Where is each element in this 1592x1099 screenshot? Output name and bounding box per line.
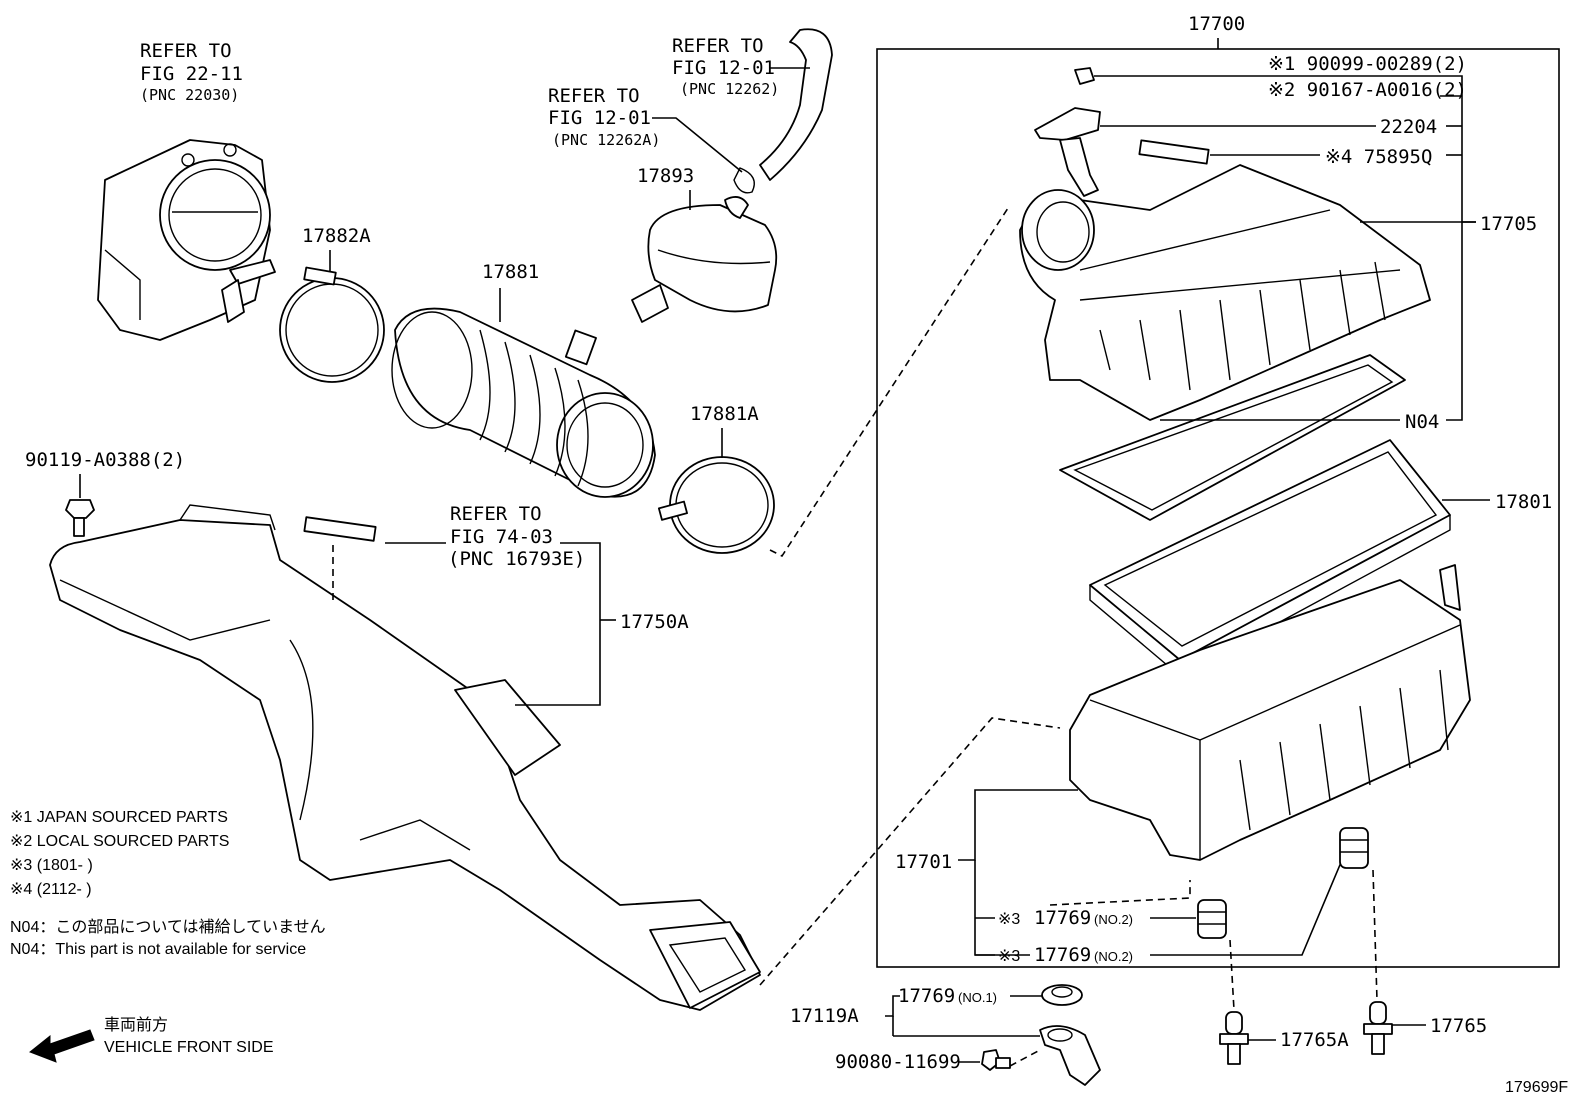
svg-text:REFER TO: REFER TO <box>140 40 232 62</box>
label-17882A: 17882A <box>302 225 371 247</box>
vehicle-front-arrow-icon <box>29 1029 95 1063</box>
clamp-17881A <box>657 456 775 554</box>
label-17765A: 17765A <box>1280 1029 1349 1051</box>
air-duct-17750A <box>49 504 761 1011</box>
label-N04: N04 <box>1405 411 1439 433</box>
note-4: ※4 (2112- ) <box>10 881 92 898</box>
label-17750A: 17750A <box>620 611 689 633</box>
ref-throttle: REFER TO FIG 22-11 (PNC 22030) <box>140 40 243 104</box>
intake-hose-17881 <box>391 307 656 498</box>
svg-text:REFER TO: REFER TO <box>450 503 542 525</box>
throttle-body <box>97 139 276 341</box>
label-17769b-no: (NO.2) <box>1094 949 1133 964</box>
pin-17765 <box>1363 1001 1393 1055</box>
note-n04-en: N04：This part is not available for servi… <box>10 941 306 958</box>
note-1: ※1 JAPAN SOURCED PARTS <box>10 809 228 826</box>
label-17769c-no: (NO.1) <box>958 990 997 1005</box>
svg-text:REFER TO: REFER TO <box>548 85 640 107</box>
note-2: ※2 LOCAL SOURCED PARTS <box>10 833 229 850</box>
label-75895Q: ※4 75895Q <box>1325 146 1432 168</box>
clamp-17882A <box>279 266 385 383</box>
gasket-N04 <box>1059 354 1406 521</box>
label-17765: 17765 <box>1430 1015 1487 1037</box>
grommet-17769c <box>1041 984 1083 1006</box>
ref-duct: REFER TO FIG 74-03 (PNC 16793E) <box>448 503 585 570</box>
direction-jp: 車両前方 <box>104 1016 168 1034</box>
note-n04-jp: N04：この部品については補給していません <box>10 918 326 936</box>
note-3: ※3 (1801- ) <box>10 857 93 874</box>
breather-hose <box>733 28 833 194</box>
lower-case-17701 <box>1069 564 1471 861</box>
figure-code: 179699F <box>1505 1079 1568 1096</box>
label-17769b: 17769 <box>1034 944 1091 966</box>
svg-text:FIG 12-01: FIG 12-01 <box>548 107 651 129</box>
assembly-number: 17700 <box>1188 13 1245 35</box>
label-bolt1: ※1 90099-00289(2) <box>1268 53 1467 75</box>
bolt-90119 <box>65 499 95 537</box>
assembly-frame <box>876 38 1560 968</box>
upper-case-17705 <box>1019 164 1431 421</box>
label-17701: 17701 <box>895 851 952 873</box>
svg-text:(PNC 22030): (PNC 22030) <box>140 86 239 104</box>
grommet-17769b <box>1339 827 1369 869</box>
label-17893: 17893 <box>637 165 694 187</box>
label-17705: 17705 <box>1480 213 1537 235</box>
ref-hose-a: REFER TO FIG 12-01 (PNC 12262) <box>672 35 779 98</box>
svg-text:FIG 22-11: FIG 22-11 <box>140 63 243 85</box>
label-17881: 17881 <box>482 261 539 283</box>
label-17881A: 17881A <box>690 403 759 425</box>
air-filter-17801 <box>1089 439 1451 677</box>
label-90119: 90119-A0388(2) <box>25 449 185 471</box>
svg-text:FIG 12-01: FIG 12-01 <box>672 57 775 79</box>
bolt-top <box>1074 67 1095 85</box>
label-17769a-mark: ※3 <box>998 911 1020 928</box>
svg-text:(PNC 12262A): (PNC 12262A) <box>552 131 660 149</box>
label-17801: 17801 <box>1495 491 1552 513</box>
resonator-17893 <box>631 196 778 323</box>
svg-text:(PNC 12262): (PNC 12262) <box>680 80 779 98</box>
label-17769b-mark: ※3 <box>998 948 1020 965</box>
label-17769a: 17769 <box>1034 907 1091 929</box>
label-17769c: 17769 <box>898 985 955 1007</box>
grommet-17769a <box>1197 899 1227 939</box>
label-90080: 90080-11699 <box>835 1051 961 1073</box>
pin-17765A <box>1219 1011 1249 1065</box>
ref-hose-b: REFER TO FIG 12-01 (PNC 12262A) <box>548 85 660 149</box>
label-17119A: 17119A <box>790 1005 859 1027</box>
svg-text:REFER TO: REFER TO <box>672 35 764 57</box>
direction-en: VEHICLE FRONT SIDE <box>104 1039 274 1056</box>
notes-block: ※1 JAPAN SOURCED PARTS ※2 LOCAL SOURCED … <box>10 809 326 958</box>
svg-text:FIG 74-03: FIG 74-03 <box>450 526 553 548</box>
sensor-22204 <box>1034 107 1101 197</box>
label-17769a-no: (NO.2) <box>1094 912 1133 927</box>
label-bolt2: ※2 90167-A0016(2) <box>1268 79 1467 101</box>
svg-text:(PNC 16793E): (PNC 16793E) <box>448 548 585 570</box>
bracket-17119A <box>1039 1025 1101 1086</box>
label-22204: 22204 <box>1380 116 1437 138</box>
bolt-90080 <box>981 1049 1011 1071</box>
